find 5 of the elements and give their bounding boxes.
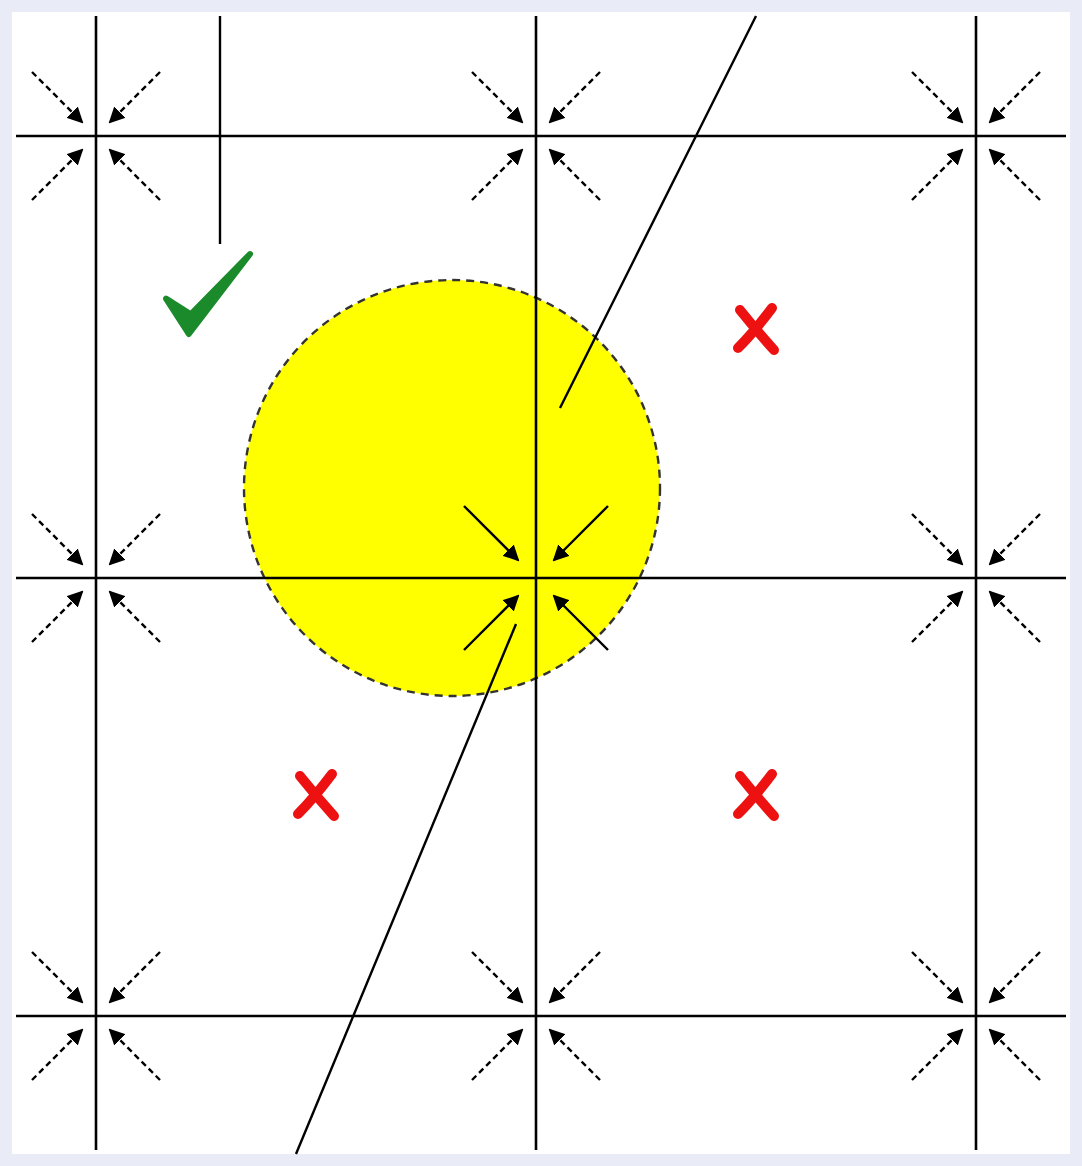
check-mark-icon: [163, 251, 253, 337]
leader-line: [294, 623, 518, 1155]
leader-line: [558, 15, 758, 409]
leader-line: [218, 16, 222, 244]
circle-region: [242, 278, 662, 698]
